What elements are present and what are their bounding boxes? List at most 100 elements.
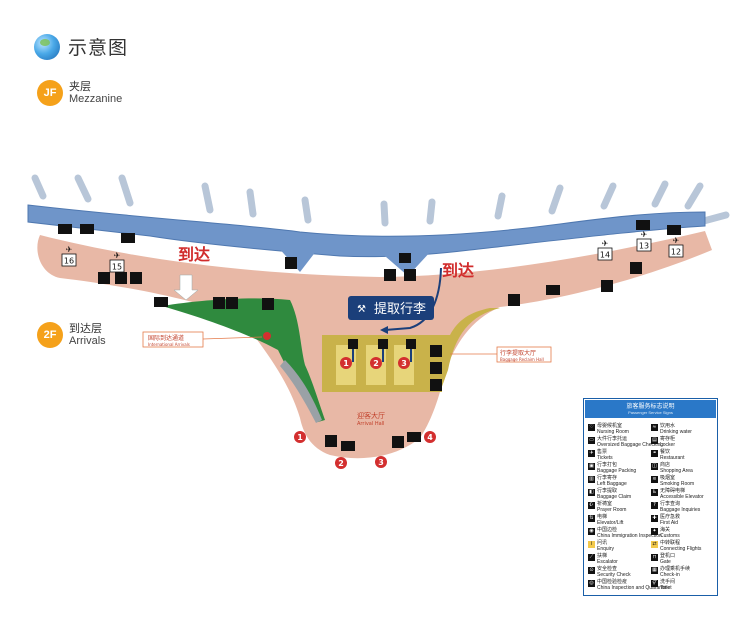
toilet-icon (384, 269, 396, 281)
arrival-hall-label-cn: 迎客大厅 (357, 411, 385, 420)
legend-title: 旅客服务标志说明 (626, 403, 675, 410)
legend-item-cn: 海关 (660, 527, 671, 533)
gate-marker: 13✈ (636, 230, 652, 252)
legend-item-en: China Inspection and Quarantine (597, 585, 671, 591)
arrive-label-right: 到达 (442, 261, 474, 280)
legend-item-cn: 母婴候机室 (597, 423, 623, 429)
baggage-claim-icon (378, 339, 388, 349)
gate-markers: 16✈15✈14✈13✈12✈ (61, 230, 684, 273)
arrival-hall-label-en: Arrival Hall (357, 421, 384, 427)
legend-item-cn: 吸烟室 (660, 475, 676, 481)
claim-label-en: Baggage Reclaim Hall (500, 357, 544, 362)
exit-number: 4 (427, 433, 433, 442)
floor-badge-2f: 2F (37, 322, 63, 348)
legend-item-cn: 办理乘机手续 (660, 566, 691, 572)
floor-name-en: Arrivals (69, 335, 106, 347)
toilet-icon (325, 435, 337, 447)
legend-item-en: China Immigration Inspection (597, 533, 662, 539)
security-check-icon: ⊙ (588, 567, 595, 574)
intl-label-en: International Arrivals (148, 342, 190, 347)
legend-item-cn: 行李打包 (597, 462, 618, 468)
legend-item-cn: 商店 (660, 462, 671, 468)
smoking-room-icon: ≋ (651, 476, 658, 483)
legend-item-en: Accessible Elevator (660, 494, 704, 500)
legend-item-en: Smoking Room (660, 481, 695, 487)
taxi-icon (121, 233, 135, 243)
exit-marker (294, 431, 306, 443)
legend-subtitle: Passenger Service Signs (628, 410, 673, 415)
locker-icon: ▤ (651, 437, 658, 444)
legend-item-cn: 安全检查 (597, 566, 618, 572)
legend-item-en: Check-in (660, 572, 680, 578)
shop-icon (601, 280, 613, 292)
floor-name-cn: 夹层 (69, 80, 91, 93)
customs-icon (430, 345, 442, 357)
baggage-callout-text: 提取行李 (374, 301, 426, 317)
legend-item-en: Drinking water (660, 429, 692, 435)
international-arrivals-area (162, 298, 325, 422)
gate-marker: 15✈ (109, 251, 125, 273)
floor-label-mezzanine: JF 夹层 Mezzanine (37, 80, 122, 106)
legend-item-cn: 中国检验检疫 (597, 579, 628, 585)
check-in-icon: ▦ (651, 567, 658, 574)
first-aid-icon: ✚ (651, 515, 658, 522)
plane-icon: ✈ (66, 245, 73, 254)
baggage-route-line (384, 267, 442, 331)
gate-marker: 16✈ (61, 245, 77, 267)
elevator-lift-icon: ⇅ (588, 515, 595, 522)
toilet-icon (285, 257, 297, 269)
tickets-icon: ✈ (588, 450, 595, 457)
legend-item-cn: 医疗急救 (660, 514, 681, 520)
taxi-icon (80, 224, 94, 234)
legend-item-cn: 问讯 (597, 540, 608, 546)
legend-item-cn: 扶梯 (597, 553, 608, 559)
intl-label-box (142, 331, 204, 348)
legend-item-en: Toilet (660, 585, 672, 591)
carousel-marker (370, 357, 382, 369)
legend-item-cn: 行李提取 (597, 488, 618, 494)
plane-icon: ✈ (641, 230, 648, 239)
carousel-number: 1 (343, 359, 349, 368)
toilet-icon (430, 362, 442, 374)
legend-item-cn: 登机口 (660, 553, 676, 559)
globe-icon (34, 33, 60, 60)
gate-icon: ⊓ (651, 554, 658, 561)
legend-item-cn: 电梯 (597, 514, 608, 520)
restaurant-icon: ⚭ (651, 450, 658, 457)
escalator-icon: ⟋ (588, 554, 595, 561)
jet-bridges (31, 174, 730, 227)
legend-item-cn: 无障碍电梯 (660, 488, 686, 494)
plane-icon: ✈ (673, 236, 680, 245)
gate-marker-bg (636, 238, 652, 252)
legend-item-en: Customs (660, 533, 680, 539)
carousel-number: 3 (401, 359, 407, 368)
legend-item-cn: 饮用水 (660, 423, 676, 429)
escalator-icon (154, 297, 168, 307)
restaurant-icon (636, 220, 650, 230)
gate-marker-bg (668, 244, 684, 258)
legend-item-en: Elevator/Lift (597, 520, 624, 526)
customs-icon: ✦ (651, 528, 658, 535)
legend-item-cn: 行李查询 (660, 501, 681, 507)
shop-icon (115, 272, 127, 284)
oversized-baggage-icon: ▭ (588, 437, 595, 444)
claim-label-cn: 行李提取大厅 (500, 349, 536, 357)
immigration-point-marker (263, 332, 271, 340)
legend-item-en: Connecting Flights (660, 546, 702, 552)
gate-marker: 14✈ (597, 239, 613, 261)
